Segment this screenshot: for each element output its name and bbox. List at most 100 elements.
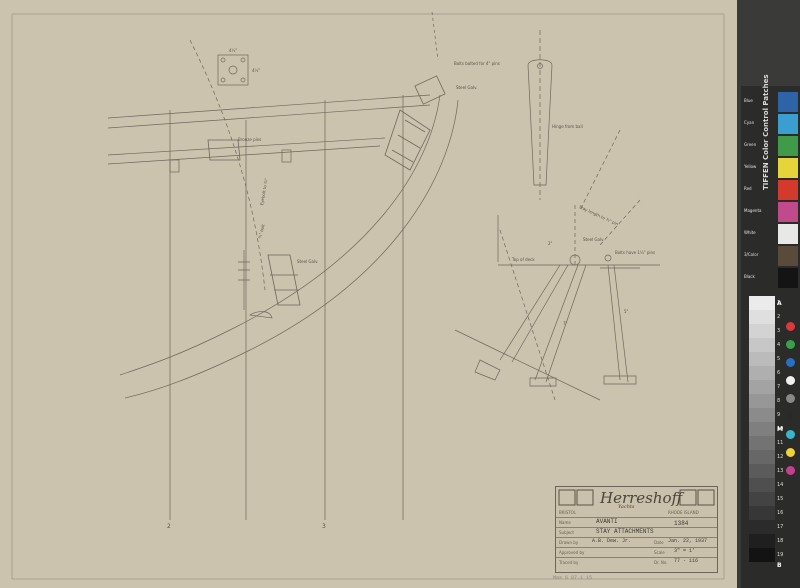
title-row-subject: Subject STAY ATTACHMENTS 1384 <box>556 520 717 535</box>
gray-step <box>749 492 775 506</box>
color-patch <box>778 180 798 200</box>
title-row-traced: Traced by Dr. No. 77 - 116 <box>556 557 717 565</box>
color-dot <box>786 322 795 331</box>
color-patch <box>778 224 798 244</box>
station-3-label: 3 <box>322 523 326 530</box>
gray-step-number: 18 <box>777 538 784 544</box>
annotation-bolt-note: Bolts have 1¼" pins <box>615 250 656 255</box>
dimension-5: 5" <box>624 309 629 314</box>
technical-drawing <box>11 11 725 580</box>
station-2-label: 2 <box>167 523 171 530</box>
color-patch <box>778 202 798 222</box>
gray-step <box>749 324 775 338</box>
annotation-deck-line: Top of deck <box>512 257 535 262</box>
patch-label: Cyan <box>744 120 755 125</box>
patch-label: Black <box>744 274 755 279</box>
gray-step <box>749 366 775 380</box>
gray-step-number: 8 <box>777 398 781 404</box>
gray-step-number: 11 <box>777 440 784 446</box>
gray-step <box>749 478 775 492</box>
gray-step-number: 19 <box>777 552 784 558</box>
title-row-name: Name AVANTI <box>556 517 717 525</box>
drawing-subject: STAY ATTACHMENTS <box>596 528 654 535</box>
patch-label: 3/Color <box>744 252 759 257</box>
title-row-drawn: Drawn by A.B. Dew. Jr. Date Jan. 22, 193… <box>556 537 717 545</box>
patch-label: Magenta <box>744 208 762 213</box>
annotation-bronze-pins: Bronze pins <box>238 137 262 142</box>
color-patch <box>778 268 798 288</box>
gray-step <box>749 408 775 422</box>
gray-step <box>749 310 775 324</box>
gray-step-number: 12 <box>777 454 784 460</box>
color-dot <box>786 394 795 403</box>
gray-step <box>749 394 775 408</box>
gray-step <box>749 422 775 436</box>
gray-step-number: 7 <box>777 384 781 390</box>
annotation-steel-galv-2: Steel Galv. <box>297 259 319 264</box>
gray-step <box>749 464 775 478</box>
dimension-plate-width: 4½" <box>229 48 238 53</box>
drawing-date: Jan. 22, 1937 <box>668 538 708 544</box>
patch-label: Green <box>744 142 757 147</box>
location-right: RHODE ISLAND <box>668 510 699 515</box>
color-dot <box>786 448 795 457</box>
patch-label: Red <box>744 186 752 191</box>
drawing-scale: 3" = 1' <box>674 548 696 554</box>
drawn-by: A.B. Dew. Jr. <box>592 538 632 544</box>
gray-step-number: 13 <box>777 468 784 474</box>
gray-step-number: 6 <box>777 370 781 376</box>
color-dot <box>786 376 795 385</box>
gray-step-number: 3 <box>777 328 781 334</box>
gray-step <box>749 380 775 394</box>
gray-step-number: 14 <box>777 482 784 488</box>
gray-step-number: 1 <box>777 300 781 306</box>
vessel-name: AVANTI <box>596 518 618 525</box>
scale-letter: M <box>777 426 783 433</box>
annotation-steel-galv-3: Steel Galv. <box>583 237 605 242</box>
gray-step <box>749 450 775 464</box>
brand-subtitle: Yachts <box>618 504 635 510</box>
annotation-bolts-top: Bolts bolted for 4" pins <box>454 61 500 66</box>
gray-step <box>749 534 775 548</box>
patch-label: White <box>744 230 756 235</box>
scale-letter: B <box>777 562 782 569</box>
location-left: BRISTOL <box>559 510 577 515</box>
gray-step <box>749 296 775 310</box>
gray-step-number: 17 <box>777 524 784 530</box>
dimension-7: 7" <box>563 321 568 326</box>
color-dot <box>786 358 795 367</box>
title-block-logo-frames <box>558 489 715 506</box>
color-patch <box>778 246 798 266</box>
gray-step-number: 9 <box>777 412 781 418</box>
annotation-steel-galv: Steel Galv. <box>456 85 478 90</box>
annotation-hinge: Hinge from ball <box>552 124 583 129</box>
gray-step-number: 4 <box>777 342 781 348</box>
gray-step-number: 5 <box>777 356 781 362</box>
card-brand: TIFFEN Color Control Patches <box>762 74 770 191</box>
color-patch <box>778 114 798 134</box>
gray-step-number: 15 <box>777 496 784 502</box>
gray-step-number: 2 <box>777 314 781 320</box>
gray-step <box>749 436 775 450</box>
scale-letter: A <box>777 300 782 307</box>
gray-step-number: 10 <box>777 426 784 432</box>
dimension-plate-height: 4½" <box>252 68 261 73</box>
dimension-2: 2" <box>548 241 553 246</box>
gray-step <box>749 352 775 366</box>
color-dot <box>786 340 795 349</box>
drawing-number: 77 - 116 <box>674 558 699 564</box>
brand-logo: Herreshoff <box>600 489 683 507</box>
color-patch <box>778 158 798 178</box>
color-patch <box>778 136 798 156</box>
gray-step <box>749 338 775 352</box>
blueprint-sheet: Bolts bolted for 4" pins Bronze pins Ste… <box>0 0 737 588</box>
sheet-number: 1384 <box>674 520 689 527</box>
gray-step <box>749 548 775 562</box>
patch-label: Blue <box>744 98 753 103</box>
gray-step-number: 16 <box>777 510 784 516</box>
color-dot <box>786 430 795 439</box>
archive-id: Mas 6 07.1 15 <box>553 575 593 581</box>
patch-label: Yellow <box>744 164 757 169</box>
gray-step <box>749 506 775 520</box>
gray-step <box>749 520 775 534</box>
